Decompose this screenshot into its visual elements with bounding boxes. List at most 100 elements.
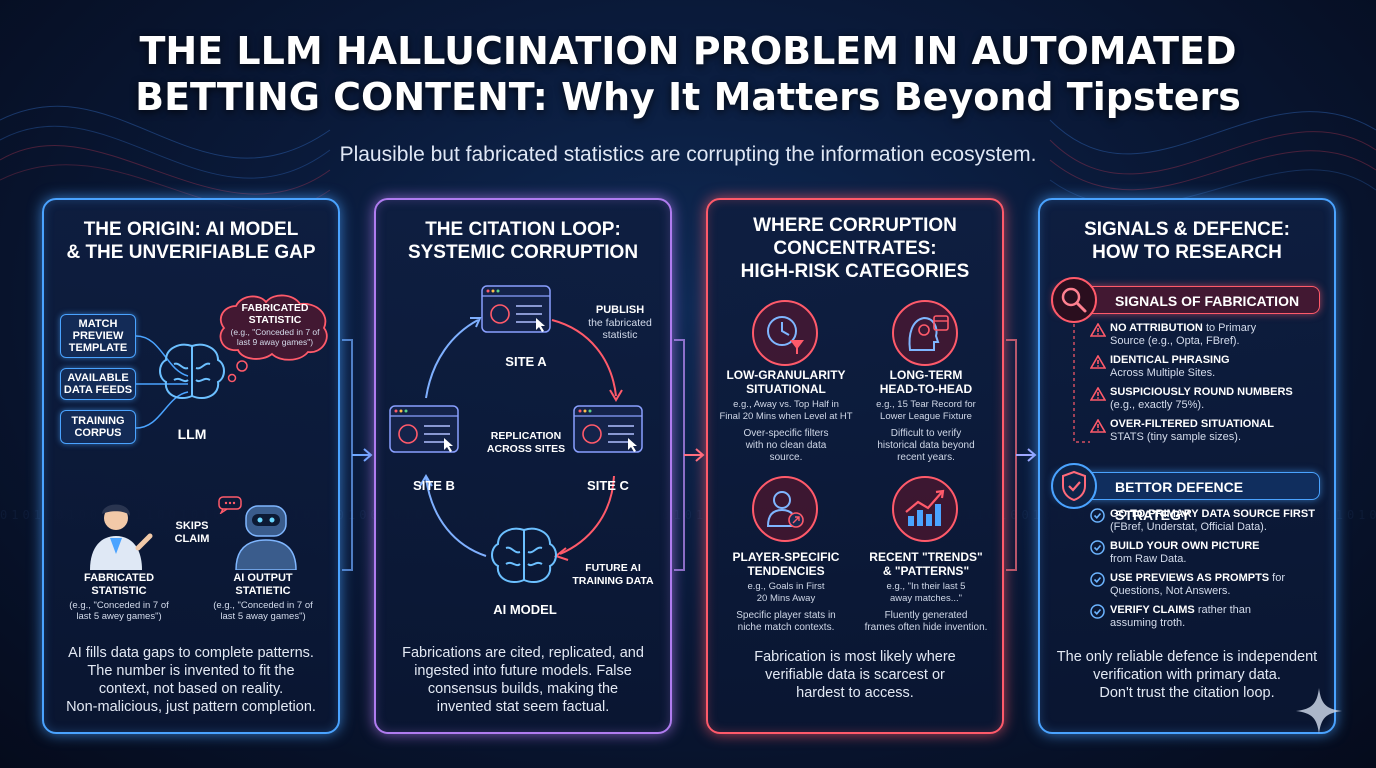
panel-signals-summary: The only reliable defence is independent… [1050,648,1324,702]
panel-citation-loop: THE CITATION LOOP: SYSTEMIC CORRUPTION [374,198,672,734]
replication-line: ACROSS SITES [486,443,566,455]
defence-rest: assuming troth. [1110,617,1186,629]
signals-heading: SIGNALS OF FABRICATION [1054,286,1320,314]
category-desc-line: historical data beyond [877,440,975,451]
signal-bold: SUSPICIOUSLY ROUND NUMBERS [1110,386,1293,398]
category-example-line: e.g., 15 Tear Record for [876,399,976,410]
category-desc-line: Specific player stats in [736,610,836,621]
panel-high-risk-title-line-3: HIGH-RISK CATEGORIES [740,261,970,282]
publish-title: PUBLISH [595,304,645,316]
category-player-specific: PLAYER-SPECIFIC TENDENCIES e.g., Goals i… [716,550,856,634]
summary-line: invented stat seem factual. [436,699,610,715]
cloud-title: FABRICATED STATISTIC [230,302,320,326]
publish-line: statistic [602,329,638,341]
check-circle-icon [1090,604,1105,623]
panel-citation-title-line-1: THE CITATION LOOP: [425,219,621,240]
signal-rest: (e.g., exactly 75%). [1110,399,1205,411]
replication-label: REPLICATION ACROSS SITES [474,430,578,456]
category-recent-trends: RECENT "TRENDS" & "PATTERNS" e.g., "In t… [856,550,996,634]
ai-model-brain-icon [491,527,557,584]
defence-rest: rather than [1194,604,1252,616]
summary-line: consensus builds, making the [427,681,619,697]
category-desc-line: with no clean data [745,440,827,451]
llm-brain-icon [159,343,225,400]
signal-rest: Across Multiple Sites. [1110,367,1216,379]
category-desc-line: Fluently generated [884,610,968,621]
cloud-example-line: last 9 away games") [236,337,314,347]
summary-line: Non-malicious, just pattern completion. [66,699,316,715]
panel-origin-summary: AI fills data gaps to complete patterns.… [54,644,328,716]
panel-signals-defence: SIGNALS & DEFENCE: HOW TO RESEARCH SIGNA… [1038,198,1336,734]
page-title: THE LLM HALLUCINATION PROBLEM IN AUTOMAT… [0,28,1376,120]
summary-line: AI fills data gaps to complete patterns. [68,645,314,661]
future-line: FUTURE AI [585,562,641,574]
category-low-granularity: LOW-GRANULARITY SITUATIONAL e.g., Away v… [716,368,856,464]
summary-line: Fabrications are cited, replicated, and [402,645,644,661]
defence-bold: VERIFY CLAIMS [1110,604,1195,616]
panel-signals-title-line-2: HOW TO RESEARCH [1092,242,1282,263]
robot-title-line: AI OUTPUT [233,572,293,584]
person-title-line: STATISTIC [91,585,147,597]
publish-line: the fabricated [588,317,652,329]
signal-bold: IDENTICAL PHRASING [1110,354,1230,366]
panel-citation-title: THE CITATION LOOP: SYSTEMIC CORRUPTION [376,218,670,264]
robot-icon [235,505,297,570]
summary-line: Fabrication is most likely where [754,649,956,665]
cloud-example: (e.g., "Conceded in 7 of last 9 away gam… [222,327,328,347]
check-circle-icon [1090,540,1105,559]
category-desc-line: frames often hide invention. [864,622,988,633]
ai-model-label: AI MODEL [493,602,557,617]
summary-line: ingested into future models. False [414,663,632,679]
defence-rest: from Raw Data. [1110,553,1187,565]
panel-origin: THE ORIGIN: AI MODEL & THE UNVERIFIABLE … [42,198,340,734]
summary-line: verifiable data is scarcest or [765,667,945,683]
title-line-1: THE LLM HALLUCINATION PROBLEM IN AUTOMAT… [139,29,1237,73]
site-b-browser-icon [389,405,459,453]
replication-line: REPLICATION [490,430,562,442]
skips-line: SKIPS [175,520,209,532]
defence-rest: (FBref, Understat, Official Data). [1110,521,1267,533]
shield-check-icon [1051,463,1097,509]
summary-line: The number is invented to fit the [87,663,295,679]
person-example-line: (e.g., "Conceded in 7 of [69,600,169,611]
chip-line: AVAILABLE [67,372,129,384]
category-desc-line: recent years. [897,452,955,463]
chip-line: MATCH [78,318,118,330]
cloud-example-line: (e.g., "Conceded in 7 of [230,327,320,337]
panel-high-risk-title-line-1: WHERE CORRUPTION [753,215,957,236]
page-subtitle: Plausible but fabricated statistics are … [339,143,1037,166]
panel-high-risk-title: WHERE CORRUPTION CONCENTRATES: HIGH-RISK… [708,214,1002,283]
chip-line: DATA FEEDS [63,384,133,396]
robot-title-line: STATIETIC [235,585,291,597]
category-example-line: 20 Mins Away [756,593,816,604]
warning-icon [1089,354,1107,373]
site-c-label: SITE C [587,478,629,493]
panel-signals-title-line-1: SIGNALS & DEFENCE: [1084,219,1290,240]
category-title-line: SITUATIONAL [746,382,826,396]
category-title-line: TENDENCIES [747,564,825,578]
site-a-browser-icon [481,285,551,333]
robot-example-line: last 5 away games") [220,611,306,622]
panel-high-risk-summary: Fabrication is most likely where verifia… [718,648,992,702]
skips-claim-label: SKIPS CLAIM [162,520,222,546]
signal-bold: OVER-FILTERED SITUATIONAL [1110,418,1274,430]
site-b-label: SITE B [413,478,455,493]
site-c-browser-icon [573,405,643,453]
summary-line: hardest to access. [796,685,914,701]
citation-loop-diagram [389,285,643,584]
person-example-line: last 5 awey games") [76,611,162,622]
panel-origin-title: THE ORIGIN: AI MODEL & THE UNVERIFIABLE … [44,218,338,264]
category-title-line: RECENT "TRENDS" [869,550,983,564]
robot-example-line: (e.g., "Conceded in 7 of [213,600,313,611]
defence-rest: Questions, Not Answers. [1110,585,1231,597]
warning-icon [1089,386,1107,405]
category-desc-line: Over-specific filters [743,428,829,439]
signal-bold: NO ATTRIBUTION [1110,322,1203,334]
panel-citation-title-line-2: SYSTEMIC CORRUPTION [407,242,639,263]
future-training-label: FUTURE AI TRAINING DATA [562,562,664,588]
